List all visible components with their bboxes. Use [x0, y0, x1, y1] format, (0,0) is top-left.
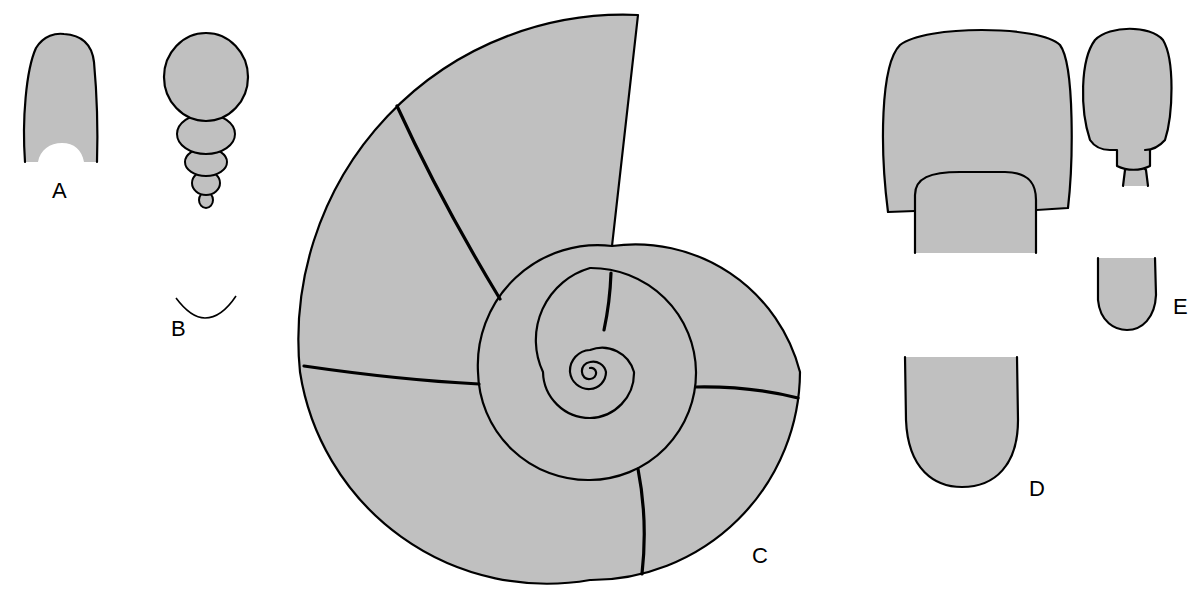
figure-letter: B: [171, 318, 186, 340]
section-fill: [24, 34, 97, 162]
suture-line: [176, 296, 236, 318]
section-fill: [1083, 29, 1171, 150]
figure-letter: A: [52, 180, 67, 202]
inner-spiral: [478, 245, 696, 480]
section-outline: [905, 357, 1018, 487]
septum-line: [638, 469, 644, 574]
section-outline: [24, 34, 97, 162]
septum-line: [604, 273, 611, 330]
septum-line: [304, 366, 479, 384]
inner-whorl-outline: [915, 172, 1036, 253]
whorl-1: [164, 33, 248, 121]
inner-whorl-fill: [915, 172, 1036, 253]
front-view-b: [164, 33, 248, 318]
figure-letter: E: [1173, 296, 1188, 318]
section-outline: [1083, 29, 1171, 150]
section-fill: [905, 357, 1018, 487]
section-outline: [1098, 258, 1156, 330]
figure-letter: D: [1029, 478, 1045, 500]
sections-e: [1083, 29, 1171, 330]
figure-letter: C: [752, 545, 768, 567]
sections-d: [883, 30, 1072, 487]
septum-line: [397, 106, 500, 299]
septum-line: [696, 387, 798, 398]
section-fill: [1098, 258, 1156, 330]
outer-whorl-fill: [298, 15, 800, 584]
whorl-section-a: [24, 34, 97, 162]
lateral-view-c: [298, 15, 800, 584]
outer-whorl-outline: [298, 15, 800, 584]
